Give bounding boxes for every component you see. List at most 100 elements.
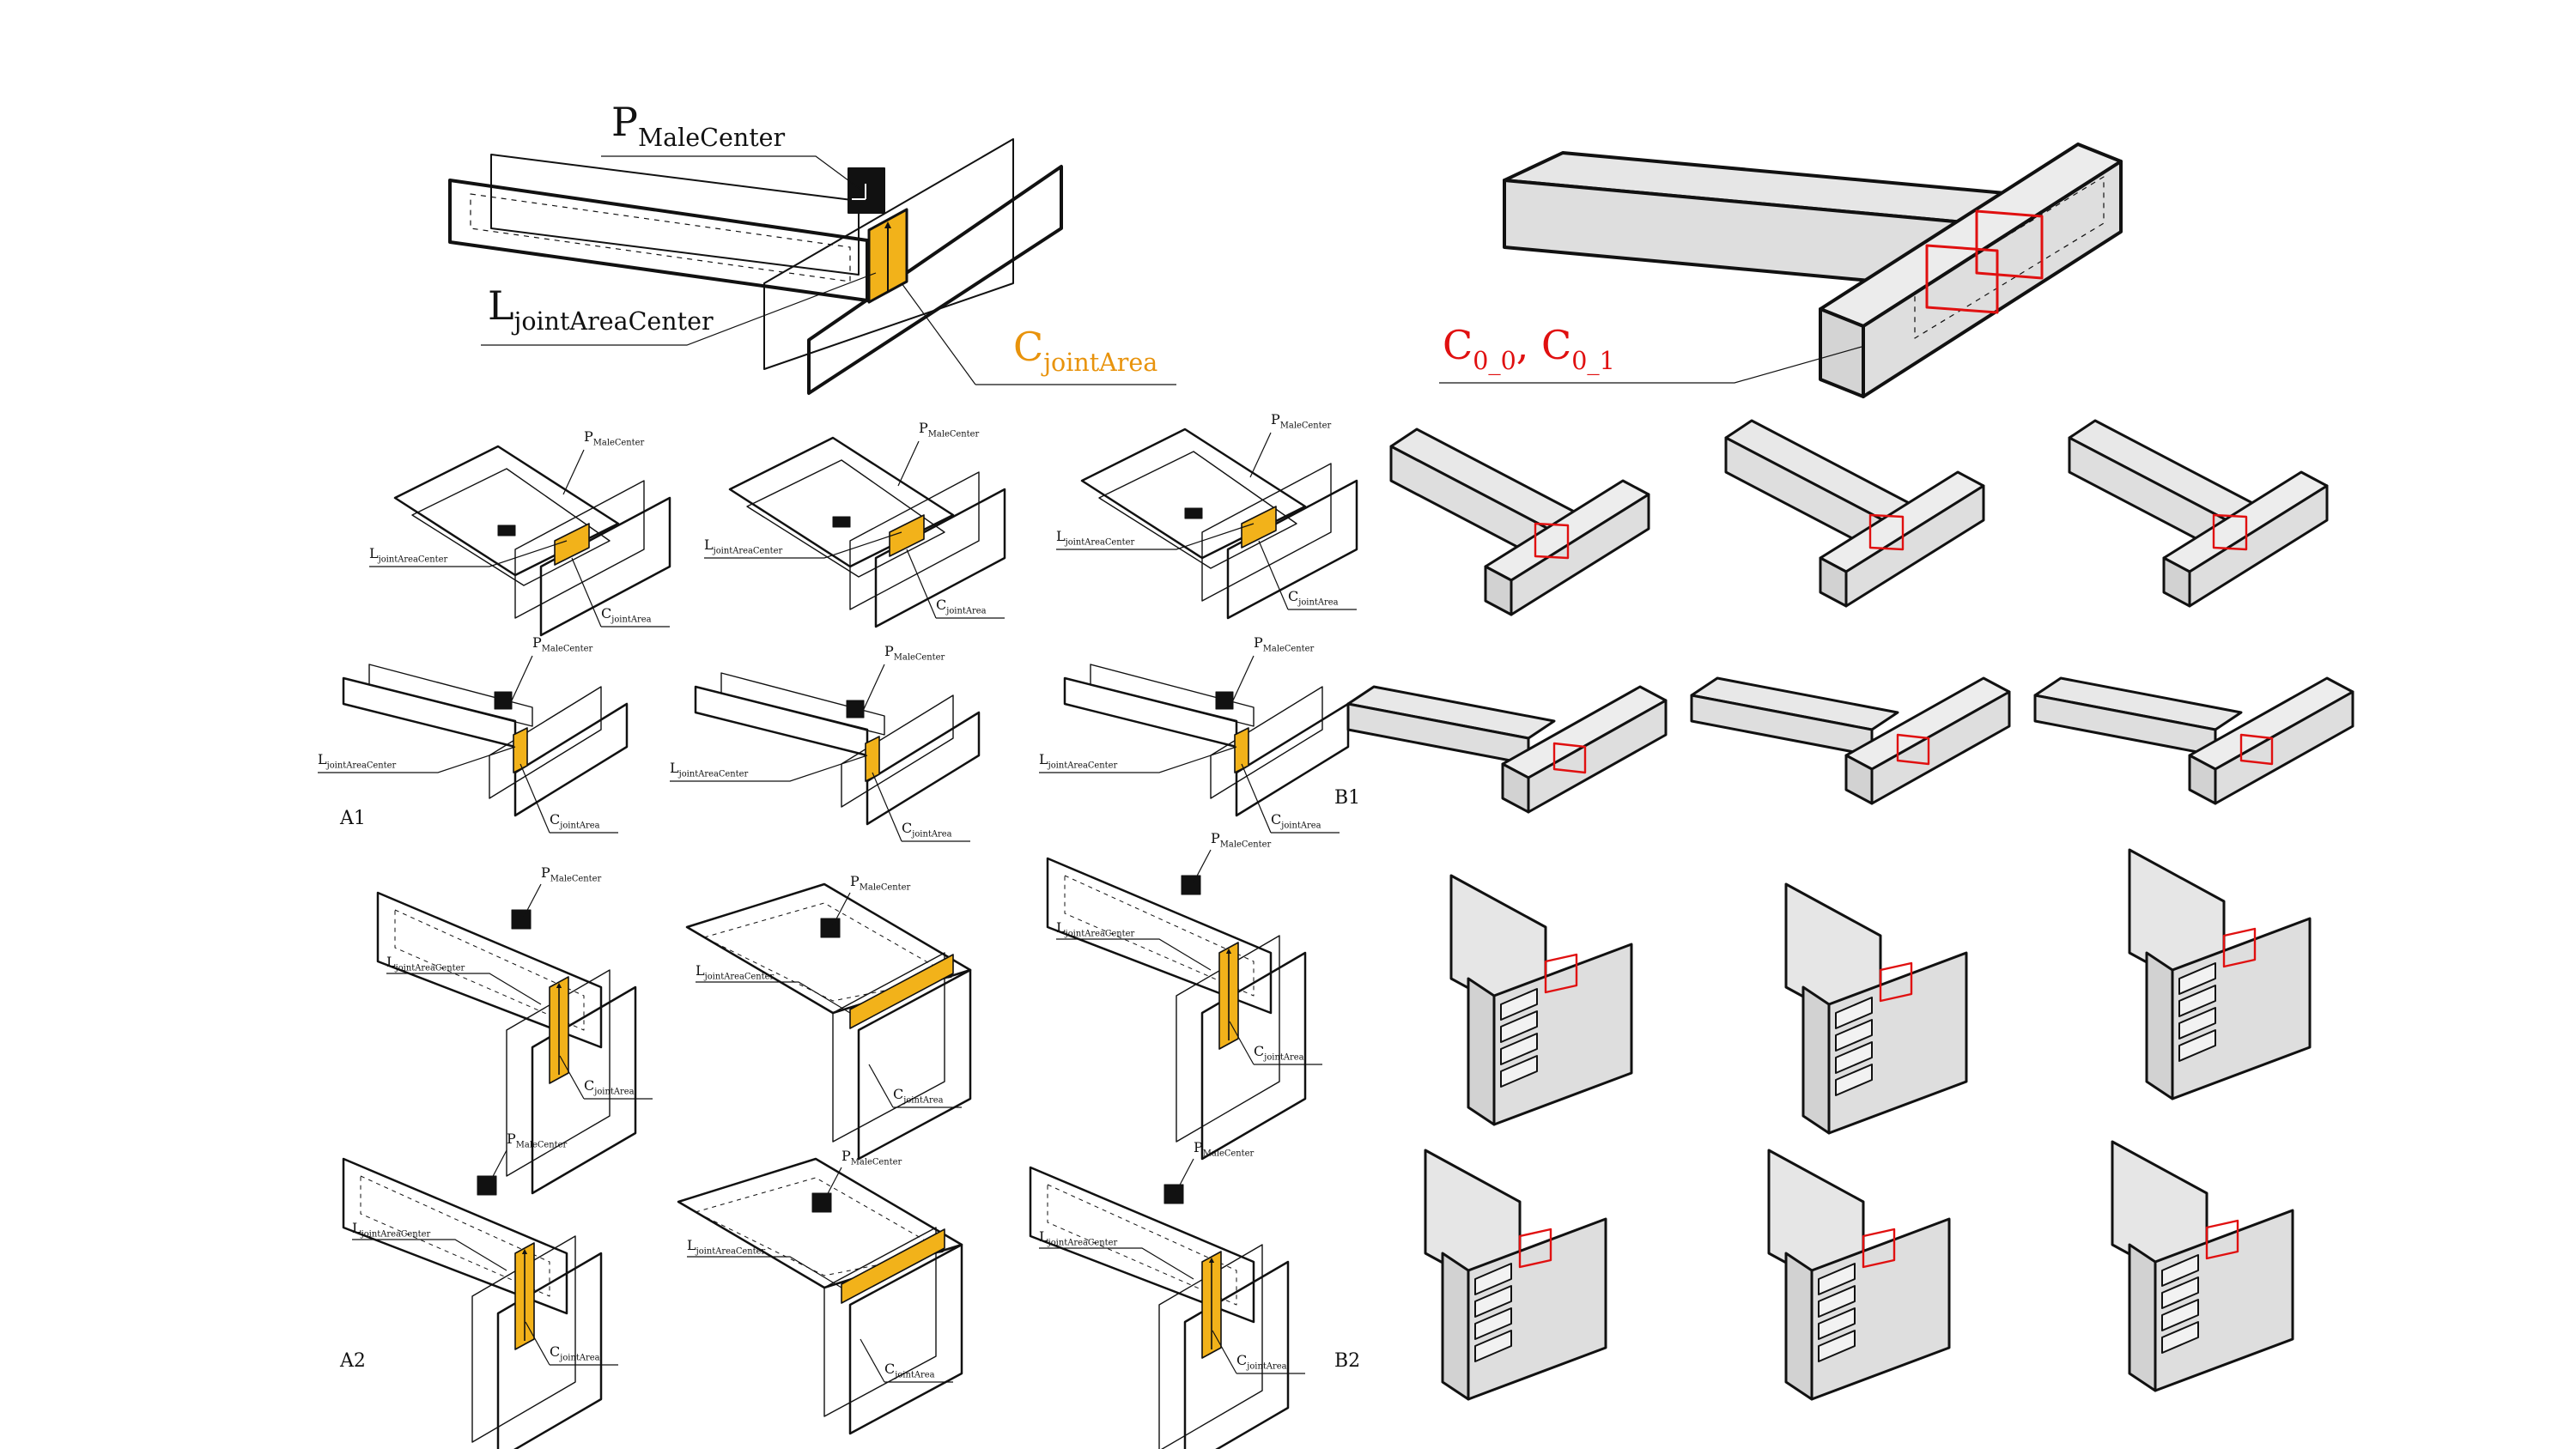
thumb-female-side	[1510, 493, 1650, 616]
thumb-male-center	[846, 700, 865, 718]
thumb-leader-p	[1249, 432, 1272, 478]
thumb-b1-r1-c2	[1724, 419, 1985, 608]
thumb-b2-r1-c3	[2128, 848, 2312, 1100]
thumb-joint-area	[889, 514, 925, 557]
thumb-female-plane	[866, 711, 981, 826]
thumb-leader-c	[872, 772, 902, 842]
thumb-label-c: CjointArea	[1288, 588, 1339, 607]
thumb-joint-area	[513, 727, 528, 773]
thumb-female-side	[2214, 690, 2354, 805]
thumb-label-p: PMaleCenter	[1271, 411, 1332, 430]
thumb-female-plane	[1235, 702, 1350, 817]
hero-leader-l	[481, 272, 877, 346]
thumb-finger	[2178, 1007, 2216, 1040]
thumb-female-end	[1467, 977, 1496, 1126]
thumb-finger	[2178, 985, 2216, 1017]
thumb-female-plane	[539, 496, 671, 637]
thumb-label-p: PMaleCenter	[541, 864, 602, 883]
thumb-label-l: LjointAreaCenter	[687, 1237, 766, 1256]
hero-female-plane-front	[807, 165, 1063, 395]
thumb-finger	[1818, 1263, 1856, 1295]
thumb-female-end	[1441, 1252, 1470, 1401]
thumb-frame	[2239, 733, 2274, 766]
thumb-leader-c	[525, 1321, 550, 1366]
thumb-female-side	[1844, 484, 1985, 608]
hero-beam-joint: C0_0, C0_1	[1439, 142, 2123, 398]
thumb-label-p: PMaleCenter	[532, 634, 593, 653]
thumb-finger	[1835, 1041, 1873, 1074]
thumb-female-side	[2188, 484, 2329, 608]
thumb-label-l: LjointAreaCenter	[352, 1220, 431, 1239]
thumb-leader-c	[571, 557, 602, 627]
section-tag-b2: B2	[1334, 1350, 1360, 1372]
thumb-label-l: LjointAreaCenter	[318, 751, 397, 770]
thumb-male-plane	[342, 676, 517, 749]
thumb-female-plane	[1200, 951, 1307, 1161]
thumb-female-plane-back	[841, 694, 954, 808]
thumb-female-plane-back	[832, 952, 945, 1143]
thumb-frame	[1868, 513, 1905, 551]
thumb-label-c: CjointArea	[584, 1077, 635, 1096]
thumb-label-p: PMaleCenter	[850, 873, 911, 892]
thumb-male-center	[511, 909, 532, 930]
thumb-b2-r1-c2	[1784, 882, 1968, 1135]
thumb-label-c: CjointArea	[902, 820, 952, 839]
thumb-female-plane	[848, 1243, 963, 1435]
thumb-joint-area	[841, 1228, 945, 1304]
thumb-male-center	[1184, 507, 1203, 519]
thumb-male-plane-back	[368, 664, 533, 727]
thumb-joint-area	[865, 736, 880, 782]
thumb-label-l: LjointAreaCenter	[670, 760, 749, 779]
thumb-female-side	[1527, 699, 1668, 814]
hero-leader-c	[901, 282, 976, 385]
hero-female-plane-back	[763, 138, 1014, 370]
thumb-leader-p	[897, 440, 920, 487]
hero-label-c-joint-area: CjointArea	[1013, 324, 1157, 377]
thumb-finger	[1500, 1010, 1538, 1043]
hero-male-plane-back	[490, 154, 860, 276]
thumb-label-p: PMaleCenter	[1211, 830, 1272, 849]
thumb-male-center	[832, 516, 851, 528]
grid-b-beam-variants	[1346, 419, 2354, 1401]
thumb-female-end	[1784, 1252, 1814, 1401]
thumb-label-l: LjointAreaCenter	[1056, 528, 1135, 547]
thumb-female-plane-back	[1176, 935, 1280, 1143]
thumb-finger	[1474, 1285, 1512, 1318]
thumb-label-l: LjointAreaCenter	[696, 962, 775, 981]
thumb-label-l: LjointAreaCenter	[1039, 751, 1118, 770]
thumb-frame	[1534, 522, 1570, 560]
thumb-male-center	[497, 524, 516, 537]
grid-a-plane-variants: PMaleCenterLjointAreaCenterCjointAreaPMa…	[318, 411, 1358, 1449]
thumb-leader-c	[1212, 1330, 1237, 1374]
thumb-finger	[1835, 1064, 1873, 1096]
thumb-label-p: PMaleCenter	[919, 420, 980, 439]
thumb-male-center	[1163, 1184, 1184, 1204]
thumb-male-plane	[342, 1157, 568, 1315]
hero-plane-schematic: PMaleCenter LjointAreaCenter CjointArea	[448, 99, 1176, 395]
thumb-male-center	[820, 918, 841, 938]
thumb-leader-c	[1258, 540, 1289, 610]
thumb-female-plane	[857, 968, 972, 1161]
thumb-finger	[1474, 1307, 1512, 1340]
thumb-female-plane	[874, 488, 1006, 628]
thumb-male-plane-back	[746, 459, 945, 578]
thumb-leader-l	[696, 981, 851, 1014]
thumb-frame	[2222, 927, 2257, 968]
hero-frame-c01	[1975, 209, 2044, 280]
thumb-leader-l	[670, 755, 868, 782]
thumb-leader-l	[1056, 523, 1255, 550]
thumb-leader-l	[1056, 938, 1212, 971]
thumb-finger	[1835, 997, 1873, 1029]
thumb-leader-p	[823, 1167, 842, 1201]
thumb-label-l: LjointAreaCenter	[1056, 919, 1135, 938]
hero-label-l-joint-area-center: LjointAreaCenter	[488, 282, 714, 336]
thumb-male-plane-dashed	[1064, 875, 1255, 997]
thumb-finger	[1474, 1330, 1512, 1362]
thumb-label-p: PMaleCenter	[1194, 1139, 1255, 1158]
thumb-female-plane	[1226, 479, 1358, 620]
thumb-female-plane-back	[506, 969, 611, 1177]
thumb-b1-r2-c2	[1690, 676, 2011, 805]
